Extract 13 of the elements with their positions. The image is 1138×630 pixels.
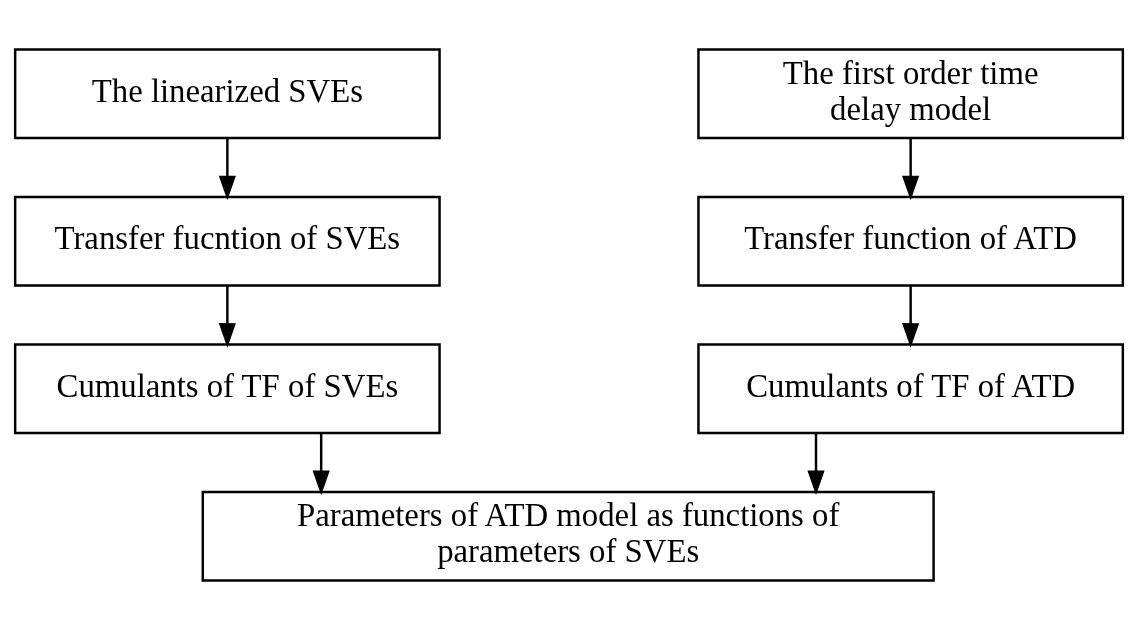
- arrow: [807, 433, 825, 496]
- node-box: The first order time delay model: [697, 48, 1125, 140]
- node-box: Cumulants of TF of SVEs: [13, 343, 441, 435]
- arrow: [902, 138, 920, 201]
- arrow: [312, 433, 330, 496]
- arrow: [218, 138, 236, 201]
- node-box: Parameters of ATD model as functions of parameters of SVEs: [201, 490, 935, 582]
- node-box: Cumulants of TF of ATD: [697, 343, 1125, 435]
- arrow: [218, 285, 236, 348]
- arrow: [902, 285, 920, 348]
- node-box: The linearized SVEs: [13, 48, 441, 140]
- node-box: Transfer function of ATD: [697, 195, 1125, 287]
- node-box: Transfer fucntion of SVEs: [13, 195, 441, 287]
